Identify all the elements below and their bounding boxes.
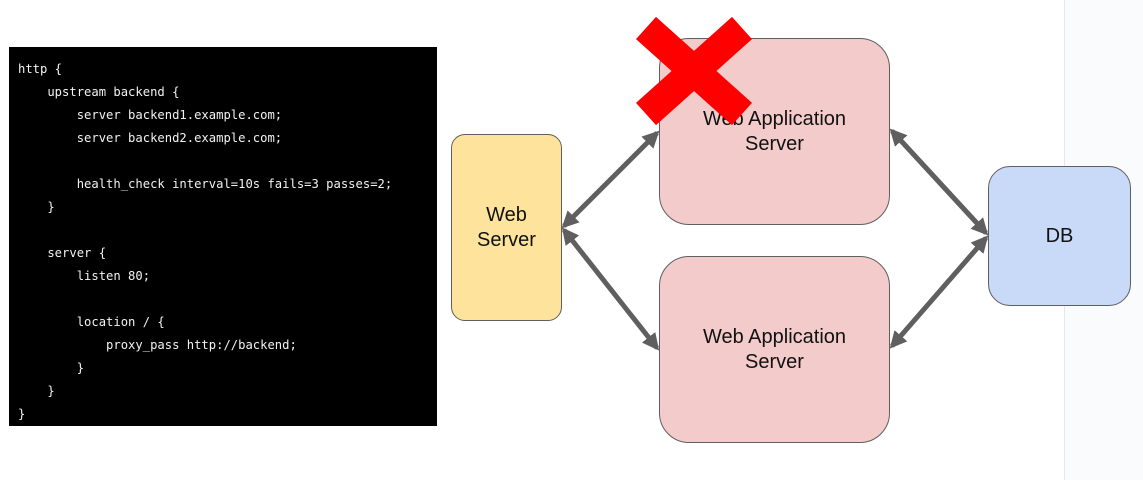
db-label-line-1: DB — [1045, 224, 1074, 247]
app-server-1-node: Web Application Server — [659, 38, 890, 225]
code-line: } — [18, 200, 55, 214]
connector-web-to-app1 — [561, 130, 660, 229]
connector-app2-to-db — [889, 235, 989, 349]
db-node: DB — [988, 166, 1131, 306]
app-server-2-node: Web Application Server — [659, 256, 890, 443]
code-line: } — [18, 384, 55, 398]
connector-web-to-app2 — [561, 227, 660, 351]
web-server-label-line-2: Server — [477, 228, 536, 251]
code-line: server backend2.example.com; — [18, 131, 283, 145]
web-server-node: Web Server — [451, 134, 562, 321]
code-line: } — [18, 361, 85, 375]
app-server-1-label-line-1: Web Application — [702, 107, 847, 130]
web-server-label: Web Server — [477, 203, 536, 253]
code-line: upstream backend { — [18, 85, 180, 99]
connector-app1-to-db — [889, 128, 989, 236]
app-server-2-label-line-1: Web Application — [702, 325, 847, 348]
code-line: location / { — [18, 315, 165, 329]
code-line: server backend1.example.com; — [18, 108, 283, 122]
code-line: listen 80; — [18, 269, 151, 283]
code-line: health_check interval=10s fails=3 passes… — [18, 177, 393, 191]
app-server-1-label-line-2: Server — [745, 132, 804, 155]
code-line: server { — [18, 246, 107, 260]
app-server-2-label-line-2: Server — [745, 350, 804, 373]
code-line — [18, 219, 437, 242]
app-server-1-label: Web Application Server — [703, 107, 846, 157]
code-line — [18, 288, 437, 311]
app-server-2-label: Web Application Server — [703, 325, 846, 375]
code-line: http { — [18, 62, 63, 76]
db-label: DB — [1046, 224, 1074, 249]
code-line — [18, 150, 437, 173]
code-line: proxy_pass http://backend; — [18, 338, 297, 352]
nginx-config-code-block: http { upstream backend { server backend… — [9, 47, 437, 426]
web-server-label-line-1: Web — [486, 203, 527, 226]
code-line: } — [18, 407, 26, 421]
